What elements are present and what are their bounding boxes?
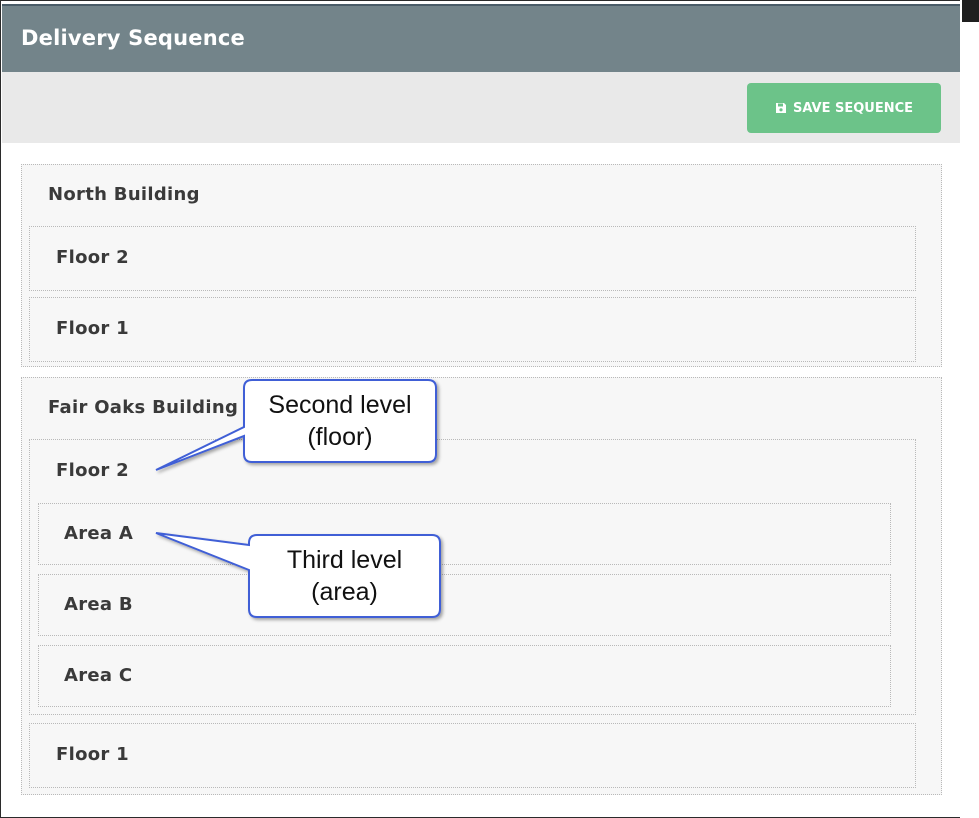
page-title: Delivery Sequence [21, 26, 245, 50]
building-name: North Building [48, 184, 200, 205]
floor-item[interactable]: Floor 2 [29, 226, 916, 291]
floor-name: Floor 1 [56, 744, 129, 765]
area-item[interactable]: Area A [38, 503, 891, 565]
page-header: Delivery Sequence [2, 4, 960, 72]
save-sequence-button[interactable]: SAVE SEQUENCE [747, 83, 941, 133]
callout-third-level-line1: Third level [286, 546, 403, 574]
floor-name: Floor 1 [56, 318, 129, 339]
callout-third-level-text: Third level (area) [249, 544, 440, 608]
building-fair-oaks[interactable]: Fair Oaks Building Floor 2 Area A Area B… [21, 377, 942, 795]
floor-item[interactable]: Floor 1 [29, 723, 916, 788]
floppy-disk-icon [775, 103, 786, 113]
building-north[interactable]: North Building Floor 2 Floor 1 [21, 164, 942, 367]
area-item[interactable]: Area B [38, 574, 891, 636]
window-edge [960, 0, 979, 818]
floor-name: Floor 2 [56, 460, 129, 481]
callout-third-level-line2: (area) [311, 578, 378, 606]
callout-second-level-text: Second level (floor) [244, 389, 436, 453]
area-name: Area A [64, 523, 134, 544]
toolbar: SAVE SEQUENCE [2, 72, 960, 143]
callout-second-level-line2: (floor) [307, 423, 373, 451]
area-name: Area B [64, 594, 133, 615]
save-sequence-label: SAVE SEQUENCE [792, 100, 914, 116]
floor-item[interactable]: Floor 1 [29, 297, 916, 362]
floor-item[interactable]: Floor 2 Area A Area B Area C [29, 439, 916, 715]
window-corner [962, 0, 979, 22]
floor-name: Floor 2 [56, 247, 129, 268]
area-name: Area C [64, 665, 133, 686]
sequence-tree: North Building Floor 2 Floor 1 Fair Oaks… [2, 143, 960, 817]
building-name: Fair Oaks Building [48, 397, 239, 418]
callout-second-level-line1: Second level [268, 391, 412, 419]
area-item[interactable]: Area C [38, 645, 891, 707]
